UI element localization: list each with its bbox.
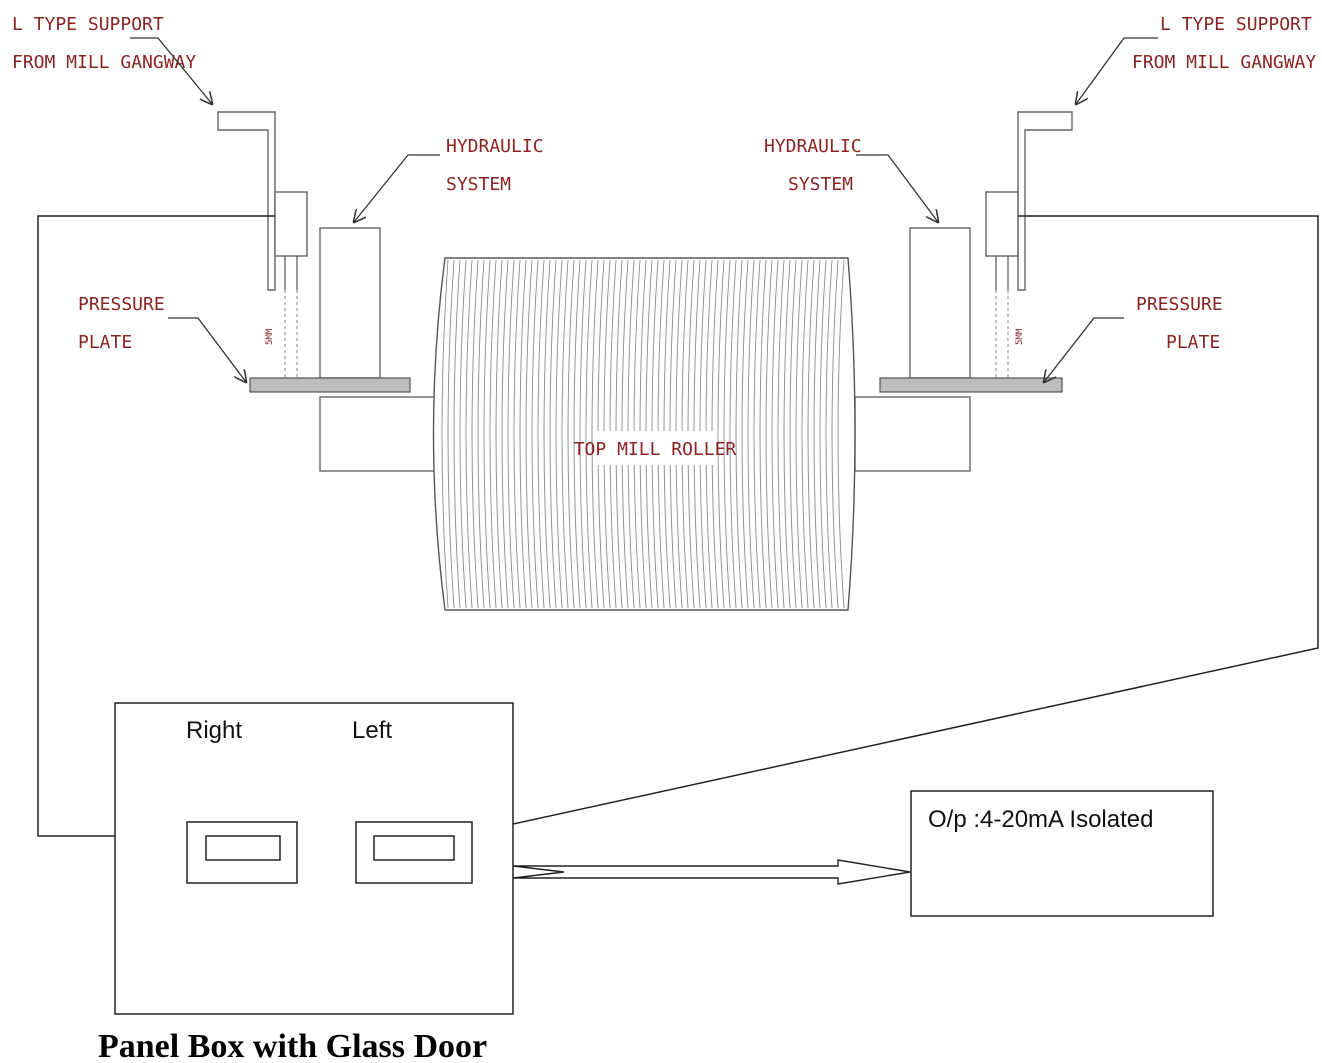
panel-right-label: Right — [186, 717, 242, 744]
output-arrow — [512, 859, 911, 885]
l-support-right-label-2: FROM MILL GANGWAY — [1132, 52, 1316, 73]
right-sensor — [985, 191, 1019, 257]
roller-groove — [465, 259, 473, 609]
l-support-right-leader — [1076, 37, 1158, 104]
left-indicator-display — [373, 835, 455, 861]
top-mill-roller: TOP MILL ROLLER — [432, 257, 856, 611]
roller-groove — [513, 259, 521, 609]
roller-groove — [825, 259, 833, 609]
roller-groove — [459, 259, 467, 609]
right-gap-label: 5MM — [1015, 328, 1025, 345]
roller-groove — [789, 259, 797, 609]
left-pressure-plate — [249, 377, 411, 393]
roller-groove — [441, 259, 449, 609]
roller-groove — [585, 259, 593, 609]
roller-grooves — [441, 259, 845, 609]
right-l-support — [1017, 111, 1073, 291]
right-hydraulic-cylinder — [909, 227, 971, 379]
roller-groove — [741, 259, 749, 609]
roller-groove — [579, 259, 587, 609]
left-gap-label: 5MM — [265, 328, 275, 345]
roller-groove — [747, 259, 755, 609]
pressure-right-label-1: PRESSURE — [1136, 294, 1223, 315]
roller-groove — [561, 259, 569, 609]
panel-left-label: Left — [352, 717, 392, 744]
right-assembly: 5MM — [854, 111, 1073, 472]
roller-groove — [753, 259, 761, 609]
roller-groove — [795, 259, 803, 609]
pressure-right-label-2: PLATE — [1166, 332, 1220, 353]
pressure-left-label-2: PLATE — [78, 332, 132, 353]
wiring — [37, 215, 1319, 837]
roller-groove — [501, 259, 509, 609]
roller-groove — [573, 259, 581, 609]
roller-groove — [735, 259, 743, 609]
left-l-support — [217, 111, 276, 291]
l-support-left-leader — [130, 37, 212, 104]
roller-groove — [555, 259, 563, 609]
panel-box: Right Left Panel Box with Glass Door — [98, 702, 514, 1063]
roller-groove — [495, 259, 503, 609]
roller-groove — [783, 259, 791, 609]
left-assembly: 5MM — [217, 111, 436, 472]
callouts: L TYPE SUPPORT FROM MILL GANGWAY L TYPE … — [12, 14, 1316, 382]
roller-groove — [591, 259, 599, 609]
output-label: O/p :4-20mA Isolated — [928, 806, 1153, 833]
roller-label-box — [596, 431, 714, 465]
l-support-right-label-1: L TYPE SUPPORT — [1160, 14, 1312, 35]
right-indicator-display — [205, 835, 281, 861]
roller-groove — [801, 259, 809, 609]
roller-groove — [453, 259, 461, 609]
right-pressure-plate — [879, 377, 1063, 393]
roller-groove — [807, 259, 815, 609]
roller-groove — [771, 259, 779, 609]
l-support-left-label-1: L TYPE SUPPORT — [12, 14, 164, 35]
roller-groove — [471, 259, 479, 609]
roller-label: TOP MILL ROLLER — [574, 439, 737, 460]
hydraulic-right-leader — [856, 154, 938, 222]
roller-groove — [813, 259, 821, 609]
left-sensor-cable — [37, 215, 275, 837]
roller-groove — [507, 259, 515, 609]
roller-groove — [765, 259, 773, 609]
hydraulic-right-label-1: HYDRAULIC — [764, 136, 862, 157]
left-bearing-block — [319, 396, 436, 472]
right-bearing-block — [854, 396, 971, 472]
roller-groove — [723, 259, 731, 609]
roller-groove — [477, 259, 485, 609]
pressure-right-leader — [1044, 317, 1124, 382]
roller-groove — [519, 259, 527, 609]
pressure-left-leader — [168, 317, 246, 382]
hydraulic-left-label-2: SYSTEM — [446, 174, 511, 195]
roller-groove — [543, 259, 551, 609]
left-sensor — [274, 191, 308, 257]
roller-groove — [447, 259, 455, 609]
right-sensor-cable — [471, 215, 1319, 834]
roller-groove — [837, 259, 845, 609]
roller-groove — [525, 259, 533, 609]
roller-groove — [717, 259, 725, 609]
roller-groove — [483, 259, 491, 609]
roller-groove — [489, 259, 497, 609]
roller-groove — [831, 259, 839, 609]
roller-groove — [759, 259, 767, 609]
l-support-left-label-2: FROM MILL GANGWAY — [12, 52, 196, 73]
roller-groove — [537, 259, 545, 609]
panel-box-title: Panel Box with Glass Door — [98, 1028, 487, 1063]
roller-groove — [819, 259, 827, 609]
output-box — [910, 790, 1214, 917]
hydraulic-left-label-1: HYDRAULIC — [446, 136, 544, 157]
roller-groove — [567, 259, 575, 609]
hydraulic-right-label-2: SYSTEM — [788, 174, 853, 195]
roller-groove — [729, 259, 737, 609]
roller-groove — [531, 259, 539, 609]
output-signal: O/p :4-20mA Isolated — [512, 790, 1214, 917]
hydraulic-left-leader — [354, 154, 440, 222]
left-hydraulic-cylinder — [319, 227, 381, 379]
pressure-left-label-1: PRESSURE — [78, 294, 165, 315]
roller-groove — [777, 259, 785, 609]
roller-groove — [549, 259, 557, 609]
